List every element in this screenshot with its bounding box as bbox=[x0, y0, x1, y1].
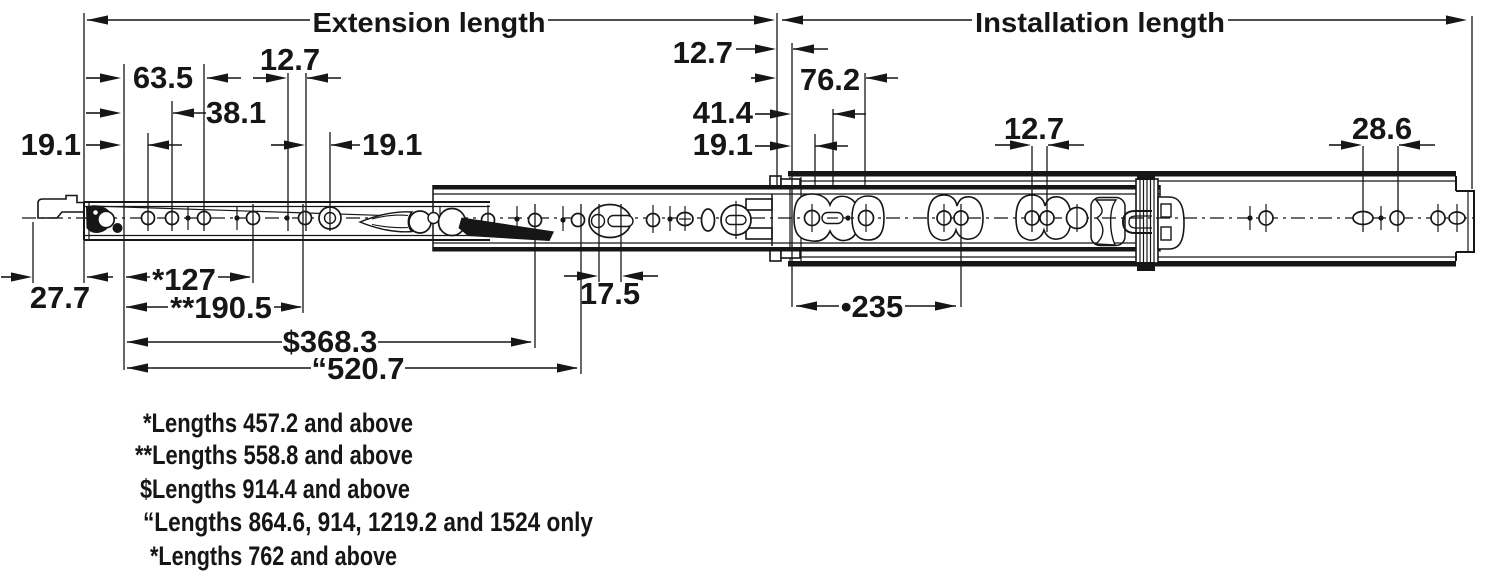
cabinet-member bbox=[769, 171, 1475, 267]
front-mounting-hook bbox=[37, 194, 85, 219]
dim-17-5: 17.5 bbox=[580, 276, 640, 311]
footnote-4: “Lengths 864.6, 914, 1219.2 and 1524 onl… bbox=[143, 507, 593, 537]
dim-12-7-left: 12.7 bbox=[260, 42, 320, 77]
footnote-1: *Lengths 457.2 and above bbox=[143, 408, 413, 438]
member-junction-detail bbox=[745, 194, 773, 246]
dim-76-2: 76.2 bbox=[800, 62, 860, 97]
footnote-3: $Lengths 914.4 and above bbox=[140, 474, 410, 504]
dim-38-1: 38.1 bbox=[206, 95, 266, 130]
dim-190-5: **190.5 bbox=[170, 290, 272, 325]
dim-12-7-right: 12.7 bbox=[1004, 111, 1064, 146]
footnote-2: **Lengths 558.8 and above bbox=[135, 440, 413, 470]
rear-latch-assembly bbox=[1090, 171, 1185, 271]
dim-19-1-far-left: 19.1 bbox=[21, 127, 81, 162]
dimension-layer: Extension length Installation length 12.… bbox=[1, 7, 1473, 386]
extension-length-label: Extension length bbox=[313, 7, 546, 38]
installation-length-label: Installation length bbox=[975, 7, 1225, 38]
dim-368-3: $368.3 bbox=[283, 324, 378, 359]
dim-127: *127 bbox=[152, 262, 216, 297]
dim-41-4: 41.4 bbox=[693, 95, 754, 130]
dim-235: •235 bbox=[841, 289, 904, 324]
dim-19-1-mid: 19.1 bbox=[693, 127, 753, 162]
footnote-5: *Lengths 762 and above bbox=[150, 541, 397, 571]
dim-28-6: 28.6 bbox=[1352, 111, 1412, 146]
dim-520-7: “520.7 bbox=[311, 351, 404, 386]
dim-63-5: 63.5 bbox=[133, 60, 193, 95]
intermediate-member bbox=[432, 185, 1161, 252]
dim-19-1-left-b: 19.1 bbox=[362, 127, 422, 162]
dim-27-7: 27.7 bbox=[30, 280, 90, 315]
extension-lines bbox=[32, 13, 1473, 374]
footnotes: *Lengths 457.2 and above **Lengths 558.8… bbox=[135, 408, 593, 571]
front-detent-lever bbox=[86, 205, 123, 234]
disconnect-lever bbox=[358, 207, 554, 241]
slide-drawing bbox=[22, 171, 1480, 271]
dim-12-7-mid: 12.7 bbox=[673, 35, 733, 70]
